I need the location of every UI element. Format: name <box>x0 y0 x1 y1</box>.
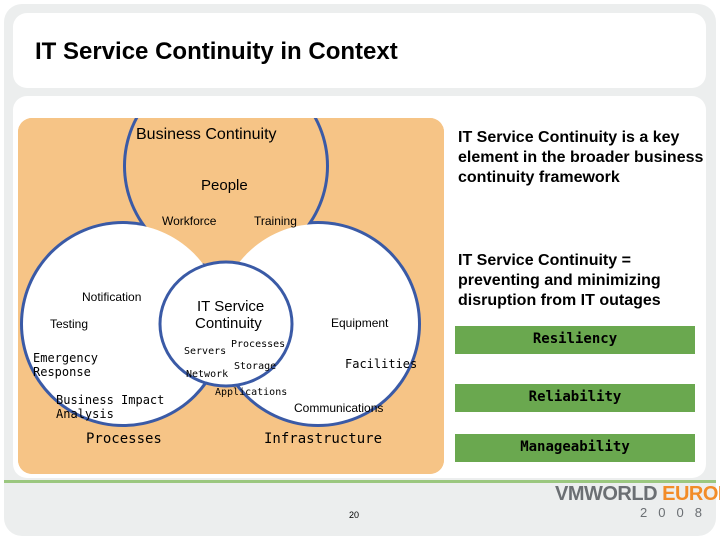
itsc-title-line1: IT Service <box>197 298 265 315</box>
vmworld-logo: VMWORLD EUROPE <box>555 483 720 506</box>
vmworld-text: VMWORLD <box>555 483 658 505</box>
infrastructure-label: Infrastructure <box>264 431 383 447</box>
reliability-bar: Reliability <box>455 384 695 412</box>
resiliency-label: Resiliency <box>532 331 618 347</box>
business-impact-line1: Business Impact <box>56 393 165 407</box>
manageability-label: Manageability <box>520 439 630 455</box>
notification-label: Notification <box>82 290 142 304</box>
emergency-response-line1: Emergency <box>33 351 99 365</box>
it-service-continuity-core <box>158 260 294 388</box>
page-number: 20 <box>349 510 360 520</box>
vmworld-year: 2008 <box>640 505 713 520</box>
business-continuity-label: Business Continuity <box>136 126 277 143</box>
workforce-label: Workforce <box>162 214 217 228</box>
center-processes-label: Processes <box>231 339 286 350</box>
storage-label: Storage <box>234 361 277 372</box>
itsc-title-line2: Continuity <box>195 315 262 332</box>
resiliency-bar: Resiliency <box>455 326 695 354</box>
manageability-bar: Manageability <box>455 434 695 462</box>
network-label: Network <box>186 369 229 380</box>
ring-fills <box>20 118 421 427</box>
emergency-response-line2: Response <box>33 365 91 379</box>
facilities-label: Facilities <box>345 357 418 371</box>
footer-band <box>4 480 716 483</box>
slide-title: IT Service Continuity in Context <box>35 38 398 65</box>
testing-label: Testing <box>50 317 89 331</box>
servers-label: Servers <box>184 346 227 357</box>
processes-label: Processes <box>86 431 162 447</box>
communications-label: Communications <box>294 401 384 415</box>
training-label: Training <box>254 214 297 228</box>
europe-text: EUROPE <box>662 483 720 505</box>
title-panel <box>13 13 706 88</box>
reliability-label: Reliability <box>528 389 622 405</box>
equipment-label: Equipment <box>331 316 389 330</box>
people-label: People <box>201 177 248 194</box>
applications-label: Applications <box>215 387 288 398</box>
statement-framework: IT Service Continuity is a key element i… <box>458 129 704 186</box>
venn-diagram <box>18 118 444 474</box>
business-impact-line2: Analysis <box>56 407 114 421</box>
statement-definition: IT Service Continuity = preventing and m… <box>458 252 661 309</box>
